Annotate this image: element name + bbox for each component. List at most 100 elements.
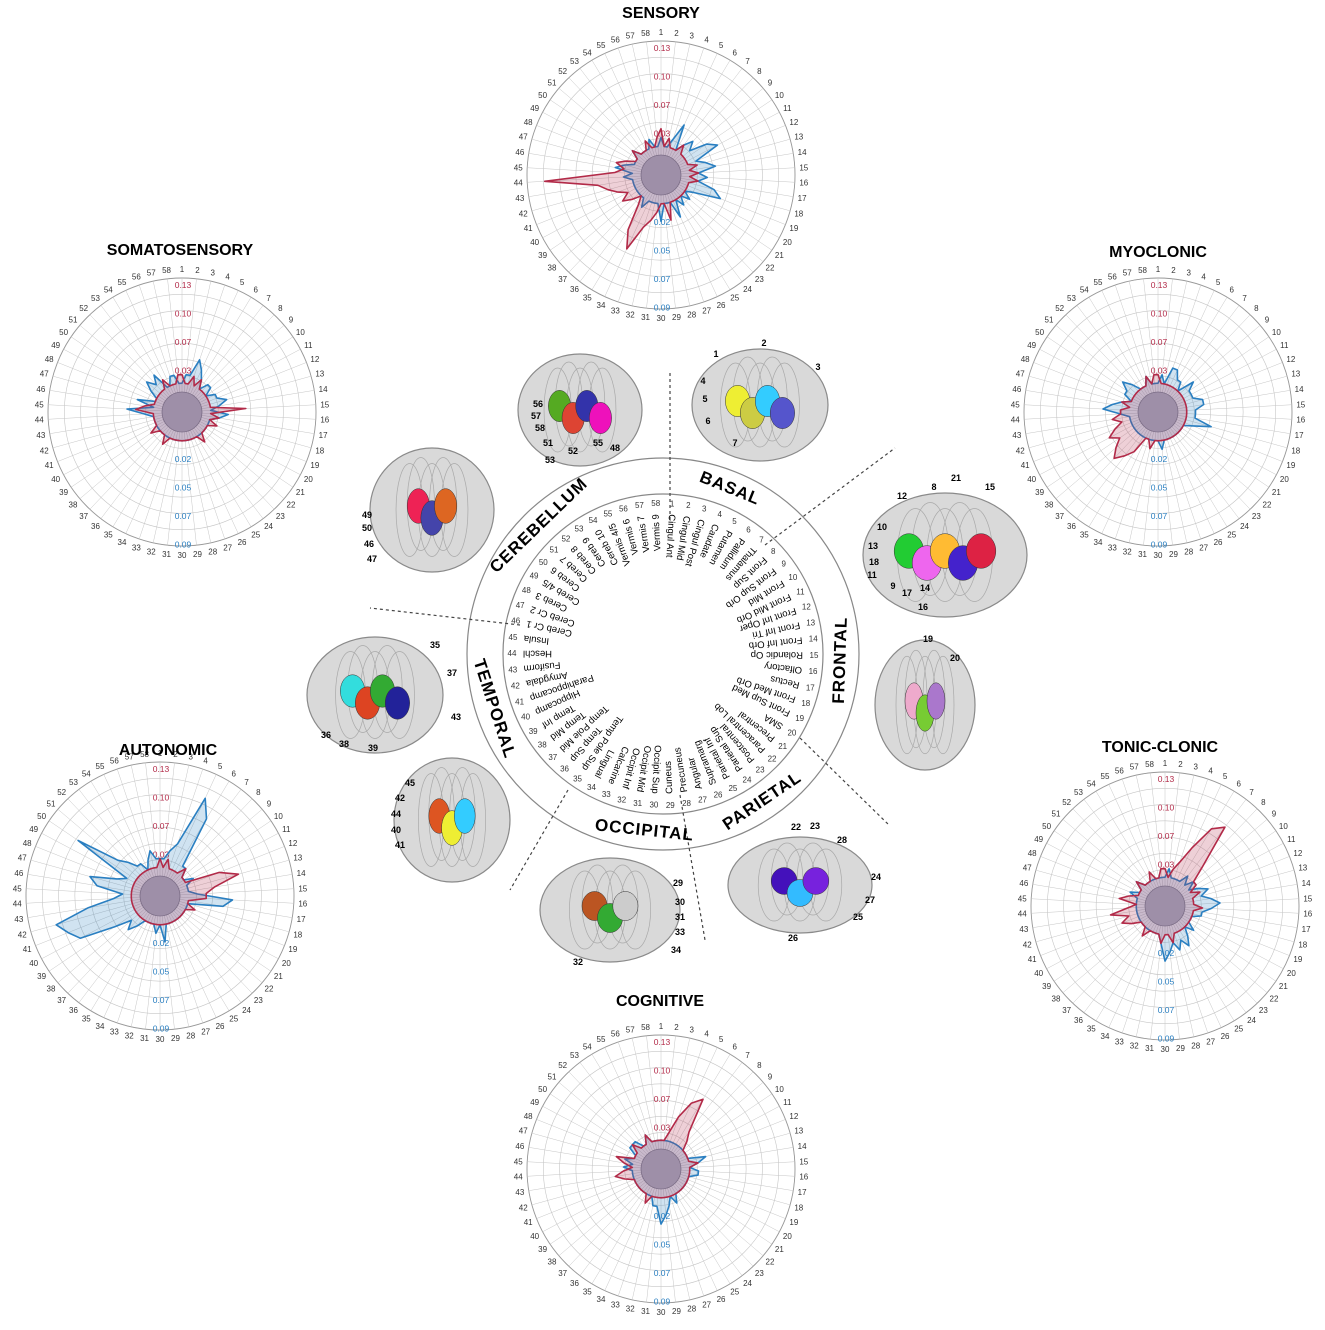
grid-spoke [568,77,648,161]
spoke-index-label: 44 [1018,910,1027,919]
ring-value-label: 0.07 [153,995,170,1005]
brain-region-number: 47 [367,554,377,564]
wheel-index-label: 34 [587,783,596,792]
grid-spoke [669,53,718,157]
spoke-index-label: 55 [96,762,105,771]
spoke-index-label: 12 [310,355,319,364]
grid-spoke [1095,791,1155,889]
ring-value-label: 0.09 [654,302,671,312]
grid-spoke [1033,419,1140,462]
wheel-index-label: 58 [651,499,660,508]
grid-spoke [179,874,293,894]
spoke-index-label: 47 [40,370,49,379]
grid-spoke [604,1047,653,1151]
grid-spoke [672,1184,743,1276]
grid-spoke [669,193,718,297]
spoke-index-label: 18 [315,446,324,455]
grid-spoke [680,1161,795,1169]
spoke-index-label: 36 [570,1279,579,1288]
grid-spoke [679,1176,786,1219]
spoke-index-label: 44 [514,179,523,188]
grid-spoke [579,68,650,160]
grid-spoke [672,190,743,282]
grid-spoke [669,1187,718,1291]
spoke-index-label: 46 [515,1142,524,1151]
spoke-index-label: 39 [538,251,547,260]
spoke-index-label: 37 [558,1269,567,1278]
spoke-index-label: 31 [1145,1044,1154,1053]
spoke-index-label: 17 [297,915,306,924]
ring-value-label: 0.07 [654,1268,671,1278]
brain-region-number: 50 [362,523,372,533]
brain-region-number: 13 [868,541,878,551]
lobe-label: BASAL [697,467,763,508]
spoke-index-label: 33 [611,307,620,316]
grid-spoke [1072,920,1152,1004]
grid-spoke [1178,920,1258,1004]
spoke-index-label: 4 [203,756,208,765]
spoke-index-label: 21 [775,1245,784,1254]
spoke-index-label: 22 [265,985,274,994]
spoke-index-label: 49 [1034,835,1043,844]
spoke-index-label: 18 [794,209,803,218]
spoke-index-label: 33 [1108,544,1117,553]
grid-spoke [1076,427,1147,519]
grid-spoke [190,430,239,534]
grid-spoke [186,431,212,543]
ring-value-label: 0.09 [654,1296,671,1306]
grid-spoke [168,914,217,1018]
grid-spoke [669,1047,718,1151]
grid-spoke [679,1119,786,1162]
brain-region-number: 11 [867,570,877,580]
spoke-index-label: 27 [201,1028,210,1037]
grid-spoke [1062,918,1150,993]
wheel-index-label: 6 [746,526,751,535]
spoke-index-label: 10 [274,812,283,821]
spoke-index-label: 33 [1115,1038,1124,1047]
grid-spoke [677,99,773,164]
spoke-index-label: 21 [296,488,305,497]
grid-spoke [542,112,644,166]
ring-value-label: 0.09 [1151,539,1168,549]
spoke-index-label: 27 [702,1301,711,1310]
brain-region-number: 39 [368,743,378,753]
grid-spoke [665,194,691,306]
spoke-index-label: 3 [1194,762,1199,771]
grid-spoke [1176,799,1247,891]
spoke-index-label: 28 [687,311,696,320]
chart-title-somatosensory: SOMATOSENSORY [107,242,254,259]
ring-value-label: 0.07 [654,1094,671,1104]
grid-spoke [1177,417,1288,449]
chart-title-autonomic: AUTONOMIC [119,742,218,759]
wheel-inner-ring [502,493,824,815]
spoke-index-label: 1 [1156,265,1161,274]
grid-spoke [1062,819,1150,894]
spoke-index-label: 6 [732,48,737,57]
spoke-index-label: 44 [35,416,44,425]
grid-spoke [1088,297,1148,395]
spoke-index-label: 49 [51,341,60,350]
grid-spoke [678,112,780,166]
spoke-index-label: 9 [289,315,294,324]
region-label: Fusiform [523,659,561,674]
ring-value-label: 0.07 [1151,511,1168,521]
spoke-index-label: 49 [530,104,539,113]
spoke-index-label: 52 [79,304,88,313]
ring-value-label: 0.10 [1158,803,1175,813]
spoke-index-label: 19 [789,1218,798,1227]
spoke-index-label: 15 [1303,894,1312,903]
spoke-index-label: 55 [118,278,127,287]
spoke-index-label: 45 [514,163,523,172]
wheel-index-label: 24 [743,775,752,784]
spoke-index-label: 42 [1016,446,1025,455]
grid-spoke [103,774,152,878]
ring-value-label: 0.03 [654,1123,671,1133]
spoke-index-label: 41 [45,461,54,470]
brain-region-number: 44 [391,809,401,819]
grid-spoke [1046,423,1142,488]
brain-region-number: 37 [447,668,457,678]
lobe-label: OCCIPITAL [594,815,695,844]
grid-spoke [179,859,290,891]
spoke-index-label: 32 [125,1032,134,1041]
spoke-index-label: 39 [1042,982,1051,991]
